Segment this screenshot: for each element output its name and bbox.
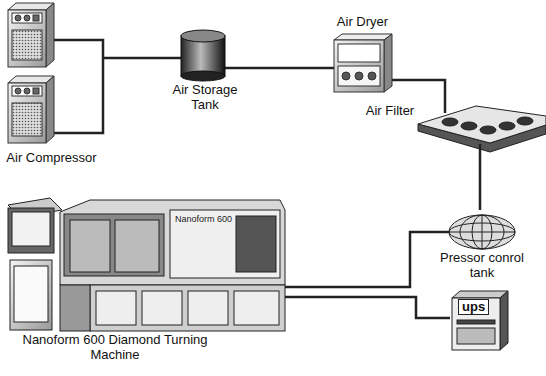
air-line xyxy=(250,67,325,70)
air-line xyxy=(479,150,482,210)
node-label: ups xyxy=(458,299,489,315)
turning-machine: Nanoform 600 Diamond Turning Machine Nano… xyxy=(5,190,295,375)
node-label: Air Filter xyxy=(355,103,425,118)
air-line xyxy=(400,80,445,103)
pressure-control-tank: Pressor conrol tank xyxy=(430,210,534,285)
node-label: Air Storage Tank xyxy=(160,82,250,112)
storage-tank: Air Storage Tank xyxy=(160,28,250,118)
node-label: Air Compressor xyxy=(0,150,103,165)
node-label: Nanoform 600 xyxy=(175,214,233,224)
air-line xyxy=(295,297,450,318)
ups-unit: ups xyxy=(450,290,508,352)
air-dryer: Air Dryer xyxy=(325,10,400,100)
node-label: Air Dryer xyxy=(325,14,400,29)
air-line xyxy=(103,57,160,60)
compressor-unit: Air Compressor xyxy=(0,0,103,196)
air-filter: Air Filter xyxy=(355,103,546,150)
node-label: Pressor conrol tank xyxy=(438,250,526,280)
node-label: Nanoform 600 Diamond Turning Machine xyxy=(10,332,220,362)
air-line xyxy=(295,232,430,287)
